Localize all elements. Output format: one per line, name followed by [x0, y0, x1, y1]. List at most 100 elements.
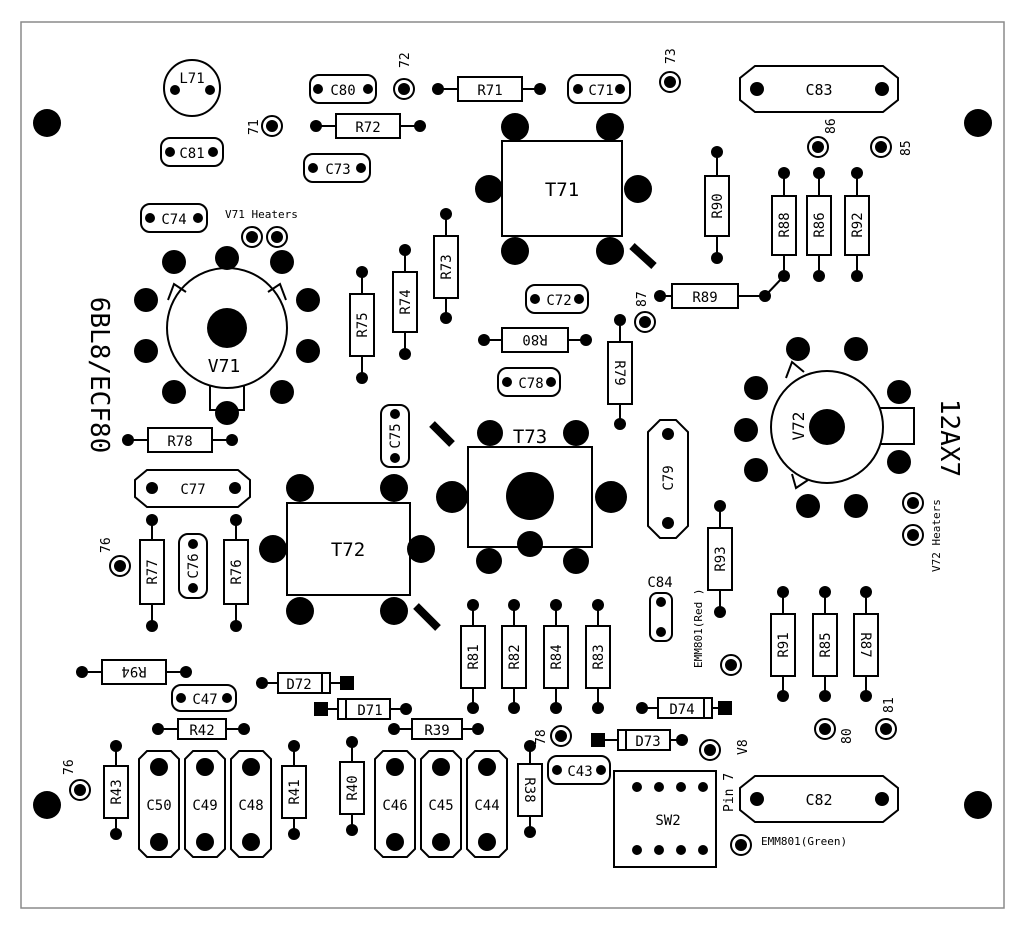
label-tp87: 87	[635, 291, 650, 307]
label-C81: C81	[179, 146, 204, 162]
capacitor-C44: C44	[466, 750, 508, 858]
label-R78: R78	[167, 434, 192, 450]
diode-D72: D72	[256, 672, 354, 694]
test-point-72: 72	[393, 52, 415, 100]
label-C82: C82	[805, 791, 832, 809]
test-point-v8: V8	[699, 739, 751, 761]
label-tp73: 73	[664, 48, 679, 64]
label-L71: L71	[179, 71, 204, 87]
resistor-R72: R72	[310, 113, 426, 139]
resistor-R42: R42	[152, 718, 250, 740]
label-v72-heaters: V72 Heaters	[930, 499, 943, 572]
resistor-R76: R76	[223, 514, 249, 632]
label-tp85: 85	[899, 140, 914, 156]
label-C49: C49	[192, 798, 217, 814]
transformer-T72: T72	[259, 474, 441, 631]
test-point-71: 71	[247, 115, 283, 137]
capacitor-C43: C43	[547, 755, 611, 785]
label-R80: R80	[522, 331, 547, 347]
resistor-R71: R71	[432, 76, 546, 102]
capacitor-C47: C47	[171, 684, 237, 712]
capacitor-C84: C84	[647, 575, 673, 642]
capacitor-C49: C49	[184, 750, 226, 858]
inductor-L71: L71	[163, 59, 221, 117]
label-R83: R83	[591, 644, 607, 669]
label-R79: R79	[611, 360, 627, 385]
resistor-R84: R84	[543, 599, 569, 714]
label-C74: C74	[161, 212, 186, 228]
diode-D71: D71	[314, 698, 412, 720]
label-R75: R75	[355, 312, 371, 337]
label-R40: R40	[345, 775, 361, 800]
label-R88: R88	[777, 212, 793, 237]
capacitor-C82: C82	[739, 775, 899, 823]
test-point-78: 78	[534, 725, 572, 747]
heater-pad-v71-a	[241, 226, 263, 248]
label-R77: R77	[145, 559, 161, 584]
label-V72: V72	[789, 412, 808, 441]
label-T72: T72	[331, 539, 365, 561]
label-C80: C80	[330, 83, 355, 99]
label-tp71: 71	[247, 119, 262, 135]
label-V71: V71	[208, 356, 241, 377]
label-C48: C48	[238, 798, 263, 814]
resistor-R92: R92	[844, 167, 870, 282]
label-R72: R72	[355, 120, 380, 136]
label-tube-6BL8: 6BL8/ECF80	[84, 297, 114, 454]
resistor-R89: R89	[654, 275, 785, 309]
capacitor-C45: C45	[420, 750, 462, 858]
label-T71: T71	[545, 179, 579, 201]
label-R81: R81	[466, 644, 482, 669]
label-R39: R39	[424, 723, 449, 739]
label-R85: R85	[818, 632, 834, 657]
label-pin7: Pin 7	[722, 773, 737, 812]
resistor-R40: R40	[339, 736, 365, 836]
test-point-76b: 76	[62, 759, 91, 801]
label-tp86: 86	[824, 118, 839, 134]
test-point-81: 81	[875, 697, 897, 740]
label-tp72: 72	[398, 52, 413, 68]
test-point-85: 85	[870, 136, 914, 158]
resistor-R77: R77	[139, 514, 165, 632]
label-v8: V8	[736, 739, 751, 755]
capacitor-C77: C77	[134, 469, 251, 508]
resistor-R88: R88	[771, 167, 797, 282]
resistor-R86: R86	[806, 167, 832, 282]
test-point-80: 80	[814, 718, 855, 744]
transformer-T71: T71	[475, 113, 657, 269]
label-R76: R76	[229, 559, 245, 584]
label-R82: R82	[507, 644, 523, 669]
resistor-R93: R93	[707, 500, 733, 618]
switch-SW2: SW2	[613, 770, 717, 868]
label-D73: D73	[635, 734, 660, 750]
resistor-R75: R75	[349, 266, 375, 384]
mounting-hole-br	[964, 791, 992, 819]
label-C75: C75	[388, 423, 404, 448]
label-tp78: 78	[534, 729, 549, 745]
capacitor-C50: C50	[138, 750, 180, 858]
label-T73: T73	[513, 426, 547, 448]
resistor-R94: R94	[76, 659, 192, 685]
label-R91: R91	[776, 632, 792, 657]
capacitor-C81: C81	[160, 137, 224, 167]
resistor-R38: R38	[517, 740, 543, 838]
test-point-emm-red	[720, 654, 742, 676]
label-C44: C44	[474, 798, 499, 814]
label-C45: C45	[428, 798, 453, 814]
tube-socket-V71: V71	[134, 246, 320, 425]
label-R89: R89	[692, 290, 717, 306]
resistor-R73: R73	[433, 208, 459, 324]
label-R71: R71	[477, 83, 502, 99]
test-point-emm-green	[730, 834, 752, 856]
capacitor-C78: C78	[497, 367, 561, 397]
resistor-R80: R80	[478, 327, 592, 353]
label-D72: D72	[286, 677, 311, 693]
capacitor-C83: C83	[739, 65, 899, 113]
label-emm801-green: EMM801(Green)	[761, 835, 847, 848]
label-C47: C47	[192, 692, 217, 708]
test-point-73: 73	[659, 48, 681, 93]
heater-pad-v72-b	[902, 524, 924, 546]
resistor-R79: R79	[607, 314, 633, 430]
mounting-hole-bl	[33, 791, 61, 819]
